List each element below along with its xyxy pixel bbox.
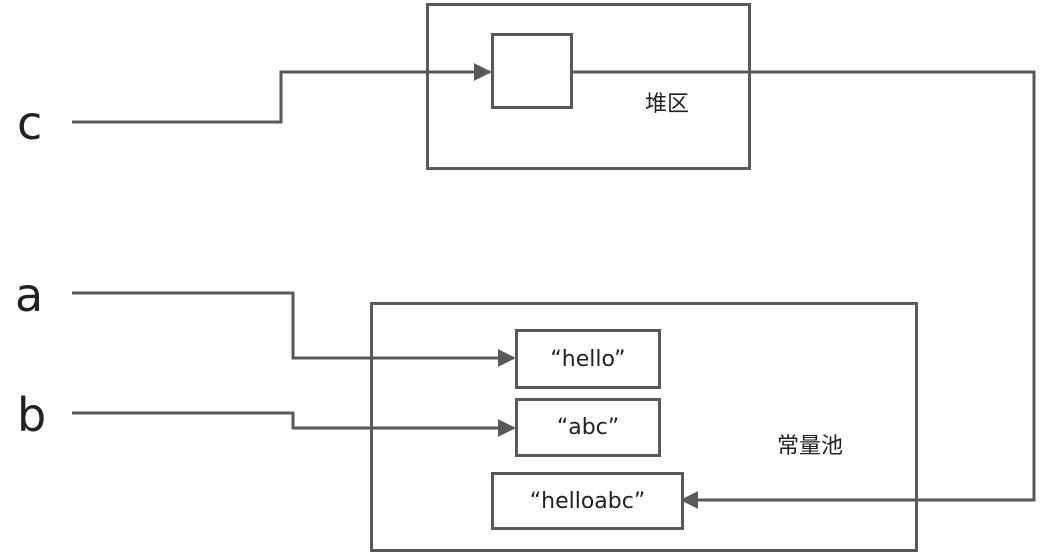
variable-c-label: c [17,96,43,150]
variable-b-label: b [17,388,47,442]
arrow-c-to-heap-object [72,63,492,124]
constant-pool-label: 常量池 [777,434,844,459]
arrow-heap-object-to-helloabc [573,70,1036,509]
heap-object-box [491,33,573,109]
string-helloabc-box: “helloabc” [491,472,684,530]
string-abc-box: “abc” [515,398,661,457]
arrow-b-to-abc [72,411,516,437]
arrow-a-to-hello [72,291,516,367]
heap-region [426,3,751,170]
variable-a-label: a [15,268,44,322]
constant-pool-region [370,302,918,552]
heap-region-label: 堆区 [645,92,690,117]
string-hello-box: “hello” [515,329,661,389]
